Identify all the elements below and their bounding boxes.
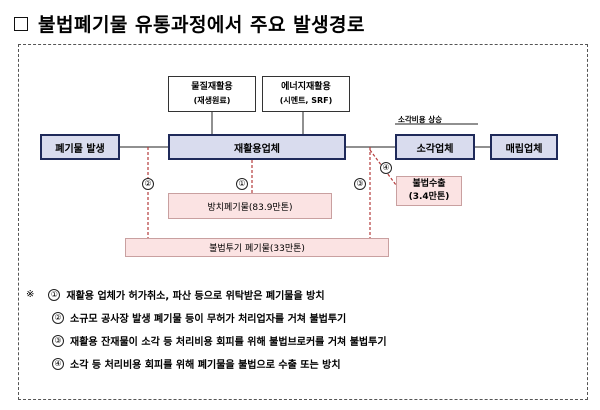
- node-illegal-dumping: 불법투기 폐기물(33만톤): [125, 238, 389, 257]
- illegal-export-sub: (3.4만톤): [408, 192, 450, 202]
- note-item: ② 소규모 공사장 발생 폐기물 등이 무허가 처리업자를 거쳐 불법투기: [52, 310, 346, 325]
- note-number: ④: [52, 357, 64, 370]
- note-text: 재활용 업체가 허가취소, 파산 등으로 위탁받은 폐기물을 방치: [66, 291, 325, 302]
- note-text: 재활용 잔재물이 소각 등 처리비용 회피를 위해 불법브로커를 거쳐 불법투기: [70, 337, 387, 348]
- material-recycling-label: 물질재활용: [191, 82, 233, 92]
- node-material-recycling: 물질재활용 (재생원료): [168, 76, 256, 112]
- note-item: ③ 재활용 잔재물이 소각 등 처리비용 회피를 위해 불법브로커를 거쳐 불법…: [52, 333, 387, 348]
- node-neglected-waste: 방치폐기물(83.9만톤): [168, 193, 332, 219]
- node-energy-recycling: 에너지재활용 (시멘트, SRF): [262, 76, 350, 112]
- path-marker-3: ③: [354, 178, 366, 190]
- note-number: ②: [52, 311, 64, 324]
- checkbox-icon: [14, 16, 28, 31]
- title-row: 불법폐기물 유통과정에서 주요 발생경로: [14, 10, 365, 37]
- note-item: ※ ① 재활용 업체가 허가취소, 파산 등으로 위탁받은 폐기물을 방치: [26, 287, 325, 302]
- note-text: 소규모 공사장 발생 폐기물 등이 무허가 처리업자를 거쳐 불법투기: [70, 314, 347, 325]
- path-marker-4: ④: [380, 162, 392, 174]
- illegal-export-label: 불법수출: [412, 179, 446, 189]
- node-recycler: 재활용업체: [168, 134, 346, 160]
- node-incinerator: 소각업체: [395, 134, 475, 160]
- note-mark: ※: [26, 289, 35, 300]
- cost-rise-label: 소각비용 상승: [398, 115, 443, 124]
- note-number: ③: [52, 334, 64, 347]
- material-recycling-sub: (재생원료): [193, 96, 231, 105]
- node-illegal-export: 불법수출 (3.4만톤): [396, 176, 462, 206]
- note-text: 소각 등 처리비용 회피를 위해 폐기물을 불법으로 수출 또는 방치: [70, 360, 341, 371]
- diagram-frame: [18, 44, 588, 400]
- energy-recycling-label: 에너지재활용: [281, 82, 331, 92]
- path-marker-2: ②: [142, 178, 154, 190]
- path-marker-1: ①: [236, 178, 248, 190]
- note-number: ①: [48, 288, 61, 301]
- page-title: 불법폐기물 유통과정에서 주요 발생경로: [38, 14, 366, 36]
- node-landfill: 매립업체: [490, 134, 558, 160]
- note-item: ④ 소각 등 처리비용 회피를 위해 폐기물을 불법으로 수출 또는 방치: [52, 356, 341, 371]
- energy-recycling-sub: (시멘트, SRF): [279, 96, 333, 105]
- node-waste-generation: 폐기물 발생: [40, 134, 120, 160]
